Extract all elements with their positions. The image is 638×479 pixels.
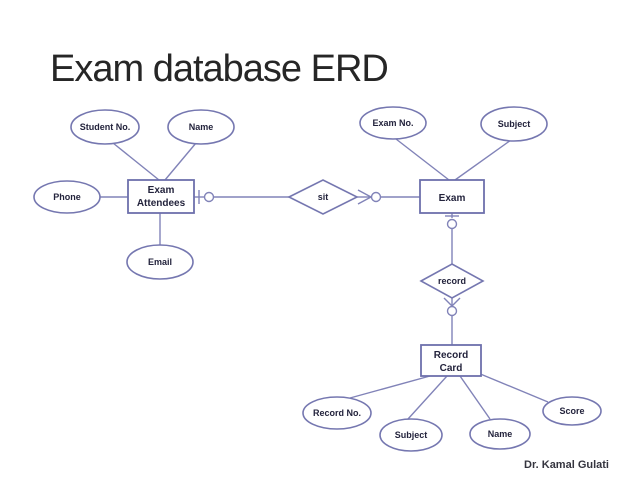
optional-circle-icon: [446, 218, 458, 230]
connector-line: [395, 138, 450, 181]
entity-label-line1: Record: [434, 350, 468, 361]
attribute-ellipse: [126, 244, 194, 280]
connector-line: [112, 142, 160, 181]
entity-exam-attendees: Exam Attendees: [127, 179, 195, 214]
attribute-ellipse: [469, 418, 531, 450]
optional-circle-icon: [370, 191, 382, 203]
connector-sit-exam: [357, 189, 420, 205]
connector-exam-record: [445, 213, 459, 264]
attribute-connectors: [100, 138, 549, 420]
many-crowfoot-icon: [357, 196, 372, 205]
connector-line: [164, 142, 197, 181]
optional-circle-icon: [446, 305, 458, 317]
entity-rect: [127, 179, 195, 214]
connector-line: [477, 372, 549, 403]
relationship-diamond: [287, 179, 359, 215]
entity-rect: [419, 179, 485, 214]
slide-title: Exam database ERD: [50, 48, 389, 90]
relationship-label: record: [438, 276, 466, 286]
connector-line: [349, 375, 431, 399]
entity-record-card: Record Card: [420, 344, 482, 377]
connector-attendees-sit: [194, 190, 289, 204]
connector-line: [459, 375, 491, 420]
attribute-label: Email: [148, 257, 172, 267]
attribute-name-record: Name: [469, 418, 531, 450]
attribute-ellipse: [33, 180, 101, 214]
attribute-ellipse: [379, 418, 443, 452]
relationship-sit: sit: [287, 179, 359, 215]
attribute-email: Email: [126, 244, 194, 280]
entity-label-line2: Card: [440, 363, 463, 374]
attribute-label: Student No.: [80, 122, 131, 132]
attribute-student-no: Student No.: [70, 109, 140, 145]
entity-label: Exam: [439, 193, 466, 204]
attribute-label: Name: [189, 122, 214, 132]
attribute-subject-record: Subject: [379, 418, 443, 452]
attribute-ellipse: [542, 396, 602, 426]
attribute-ellipse: [70, 109, 140, 145]
entity-label-line1: Exam: [148, 185, 175, 196]
connector-line: [407, 375, 448, 420]
attribute-ellipse: [480, 106, 548, 142]
attribute-label: Name: [488, 429, 513, 439]
entity-label-line2: Attendees: [137, 198, 186, 209]
attribute-label: Exam No.: [372, 118, 413, 128]
many-crowfoot-icon: [443, 297, 453, 307]
attribute-name-attendee: Name: [167, 109, 235, 145]
attribute-label: Phone: [53, 192, 81, 202]
attribute-phone: Phone: [33, 180, 101, 214]
attribute-label: Subject: [498, 119, 531, 129]
entity-rect: [420, 344, 482, 377]
attribute-ellipse: [167, 109, 235, 145]
relationship-record: record: [419, 263, 485, 299]
attribute-label: Subject: [395, 430, 428, 440]
attribute-ellipse: [359, 106, 427, 140]
attribute-exam-no: Exam No.: [359, 106, 427, 140]
connector-record-recordcard: [443, 297, 461, 345]
relationship-diamond: [419, 263, 485, 299]
attribute-subject-exam: Subject: [480, 106, 548, 142]
entity-exam: Exam: [419, 179, 485, 214]
attribute-ellipse: [302, 396, 372, 430]
attribute-label: Score: [559, 406, 584, 416]
attribute-record-no: Record No.: [302, 396, 372, 430]
attribute-score: Score: [542, 396, 602, 426]
many-crowfoot-icon: [451, 297, 461, 307]
relationship-label: sit: [318, 192, 329, 202]
attribute-label: Record No.: [313, 408, 361, 418]
optional-circle-icon: [203, 191, 215, 203]
attribution: Dr. Kamal Gulati: [524, 459, 609, 471]
connector-line: [454, 139, 512, 181]
many-crowfoot-icon: [357, 189, 372, 198]
